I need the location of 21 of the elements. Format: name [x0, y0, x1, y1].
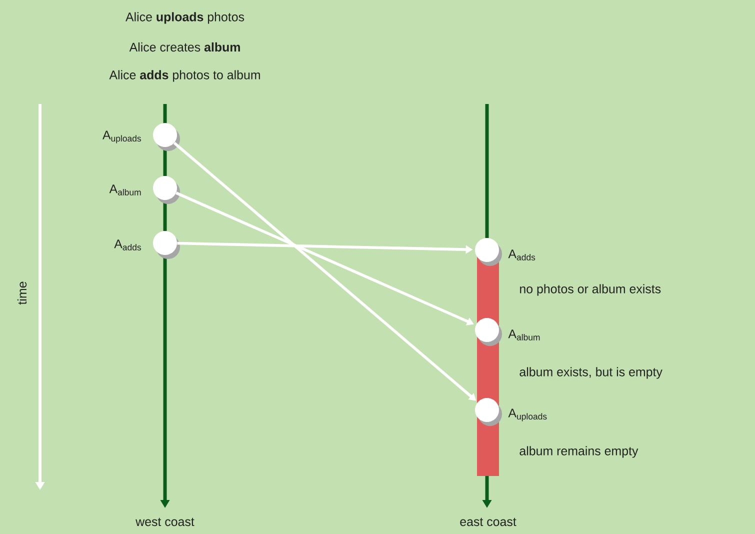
title-line: Alice adds photos to album [109, 70, 260, 82]
title-line: Alice creates album [129, 42, 240, 52]
event-circle [153, 231, 180, 259]
event-label: A$_{uploads}$ [508, 408, 547, 422]
state-note: no photos or album exists [520, 284, 661, 296]
event-label: A$_{adds}$ [114, 240, 141, 250]
state-note: album remains empty [520, 446, 638, 458]
title-line: Alice uploads photos [126, 12, 244, 24]
timeline-label: east coast [460, 518, 516, 526]
event-circle [475, 398, 502, 426]
event-circle [153, 123, 180, 151]
axis-label: time [17, 282, 27, 305]
event-label: A$_{adds}$ [508, 250, 536, 260]
event-label: A$_{album}$ [109, 184, 141, 196]
event-circle [153, 176, 180, 204]
event-circle [475, 318, 502, 346]
event-label: A$_{uploads}$ [102, 130, 141, 144]
state-note: album exists, but is empty [520, 367, 662, 379]
timeline-label: west coast [136, 518, 194, 526]
event-label: A$_{album}$ [508, 330, 540, 340]
event-circle [475, 238, 502, 266]
